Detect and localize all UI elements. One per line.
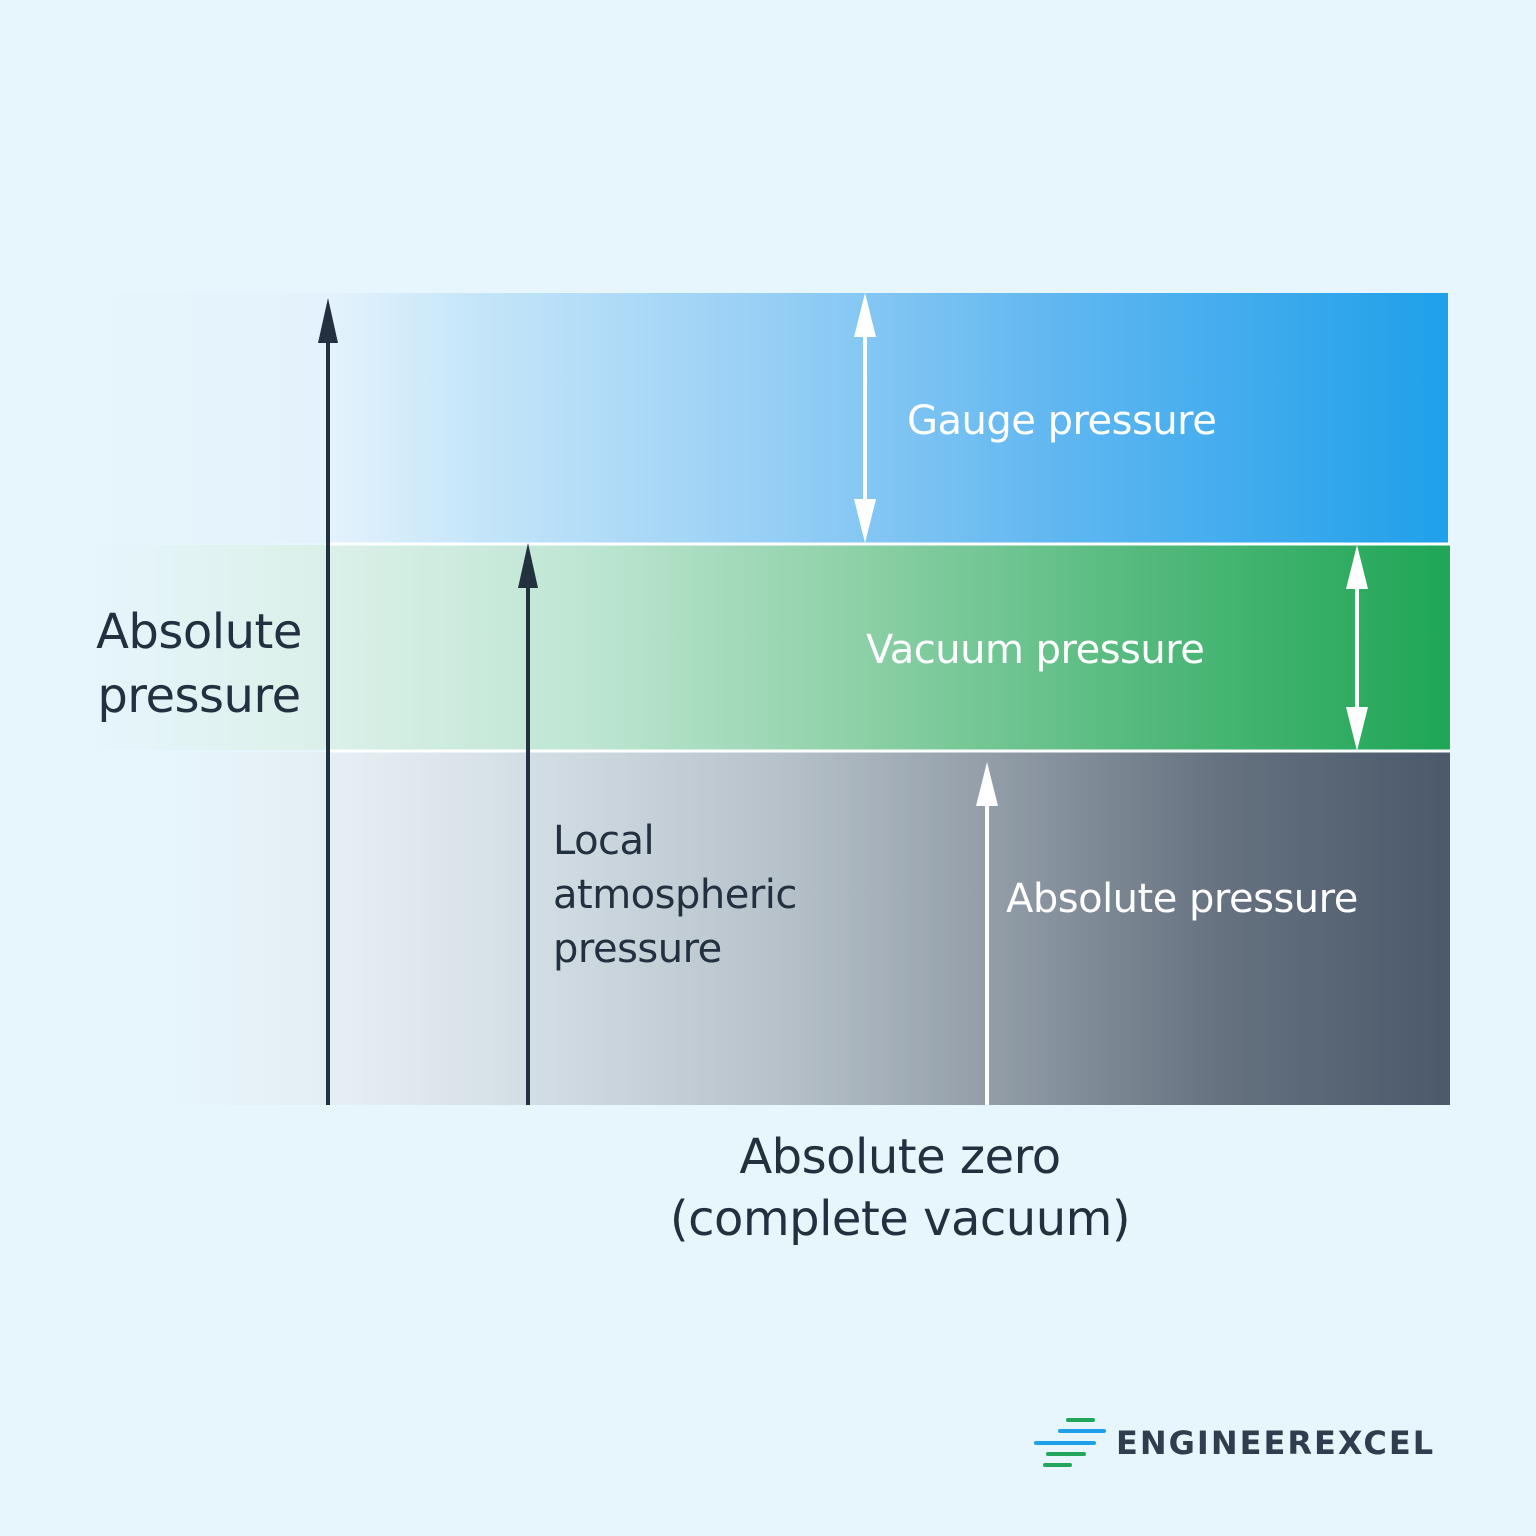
local-atmospheric-arrow bbox=[518, 543, 538, 1105]
axis-label-line-2: pressure bbox=[97, 668, 301, 724]
absolute-zero-label: Absolute zero (complete vacuum) bbox=[640, 1126, 1160, 1250]
engineerexcel-logo-icon bbox=[1034, 1418, 1106, 1467]
local-atmospheric-line-3: pressure bbox=[553, 926, 722, 972]
absolute-pressure-axis-label: Absolute pressure bbox=[90, 600, 308, 728]
absolute-pressure-band bbox=[170, 752, 1450, 1105]
absolute-pressure-axis-arrow bbox=[318, 298, 338, 1105]
absolute-zero-line-1: Absolute zero bbox=[739, 1129, 1061, 1185]
vacuum-pressure-label: Vacuum pressure bbox=[866, 627, 1205, 673]
gauge-pressure-arrow bbox=[854, 293, 876, 543]
absolute-pressure-region-label: Absolute pressure bbox=[1006, 876, 1358, 922]
axis-label-line-1: Absolute bbox=[96, 604, 302, 660]
local-atmospheric-label: Local atmospheric pressure bbox=[553, 814, 797, 976]
vacuum-pressure-arrow bbox=[1346, 545, 1368, 751]
local-atmospheric-line-2: atmospheric bbox=[553, 872, 797, 918]
local-atmospheric-line-1: Local bbox=[553, 818, 655, 864]
vacuum-pressure-band bbox=[90, 545, 1450, 750]
gauge-pressure-band bbox=[90, 293, 1448, 543]
absolute-pressure-arrow bbox=[976, 762, 998, 1105]
gauge-pressure-label: Gauge pressure bbox=[907, 398, 1217, 444]
engineerexcel-logo-text: ENGINEEREXCEL bbox=[1116, 1424, 1436, 1462]
absolute-zero-line-2: (complete vacuum) bbox=[669, 1191, 1131, 1247]
